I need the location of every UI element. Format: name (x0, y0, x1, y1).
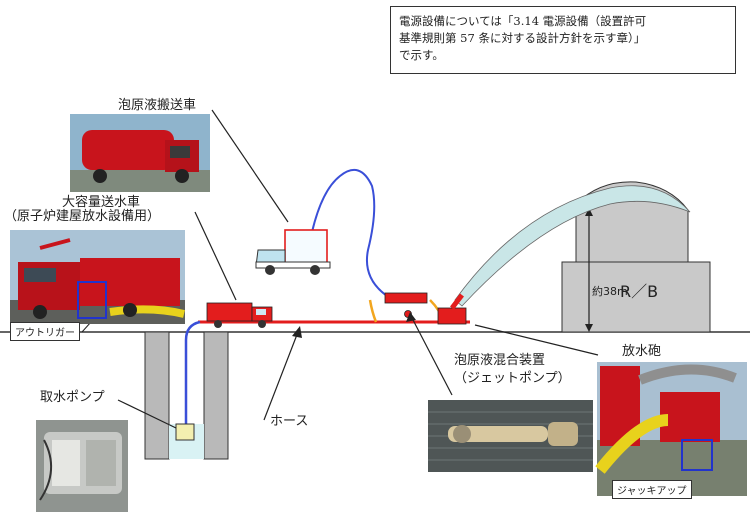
leader-large-pump (194, 211, 237, 301)
photo-jet-pump (428, 400, 593, 472)
blue-hose-foam (311, 168, 391, 299)
pit-wall-right (203, 331, 229, 460)
leader-hose-arrowhead (292, 326, 302, 338)
reactor-building (561, 261, 711, 333)
power-supply-note: 電源設備については「3.14 電源設備（設置許可 基準規則第 57 条に対する設… (390, 6, 736, 74)
water-cannon-base (437, 307, 467, 325)
water-cannon-barrel (450, 293, 464, 310)
label-large-pump-truck-line2: （原子炉建屋放水設備用） (4, 209, 161, 224)
leader-water-cannon (474, 324, 599, 356)
label-height: 約38m (592, 285, 628, 298)
label-foam-mixer-line2: （ジェットポンプ） (454, 371, 571, 386)
pump-truck-icon (206, 302, 273, 328)
leader-foam-mixer (411, 317, 453, 396)
label-large-pump-truck: 大容量送水車 （原子炉建屋放水設備用） (4, 195, 160, 224)
note-line-1: 電源設備については「3.14 電源設備（設置許可 (399, 14, 647, 28)
height-arrow-top (585, 208, 593, 216)
pit-wall-left (144, 331, 170, 460)
water-spray (454, 185, 691, 307)
label-jack-up: ジャッキアップ (612, 480, 692, 499)
label-building: R／B (620, 282, 659, 301)
label-intake-pump: 取水ポンプ (40, 390, 105, 405)
height-arrow-bottom (585, 324, 593, 332)
label-large-pump-truck-line1: 大容量送水車 (62, 195, 141, 210)
foam-mixer-device (384, 292, 428, 304)
foam-tanker-icon (255, 229, 331, 275)
blue-hose-intake (184, 320, 201, 425)
leader-mixer-arrowhead (406, 312, 416, 322)
intake-pump-device (175, 423, 195, 441)
photo-intake-pump (36, 420, 128, 512)
label-foam-tanker: 泡原液搬送車 (118, 98, 197, 113)
label-foam-mixer: 泡原液混合装置 （ジェットポンプ） (454, 352, 571, 388)
photo-water-cannon (595, 362, 747, 496)
note-line-3: で示す。 (399, 48, 444, 62)
photo-large-pump-truck (10, 230, 185, 324)
label-hose: ホース (270, 414, 309, 429)
leader-intake-pump (117, 399, 177, 429)
photo-foam-tanker (70, 114, 210, 192)
note-line-2: 基準規則第 57 条に対する設計方針を示す章）」 (399, 31, 646, 45)
label-foam-mixer-line1: 泡原液混合装置 (454, 353, 546, 368)
label-outrigger: アウトリガー (10, 322, 80, 341)
leader-foam-tanker (211, 109, 289, 223)
leader-hose (263, 331, 299, 421)
label-water-cannon: 放水砲 (622, 344, 662, 359)
